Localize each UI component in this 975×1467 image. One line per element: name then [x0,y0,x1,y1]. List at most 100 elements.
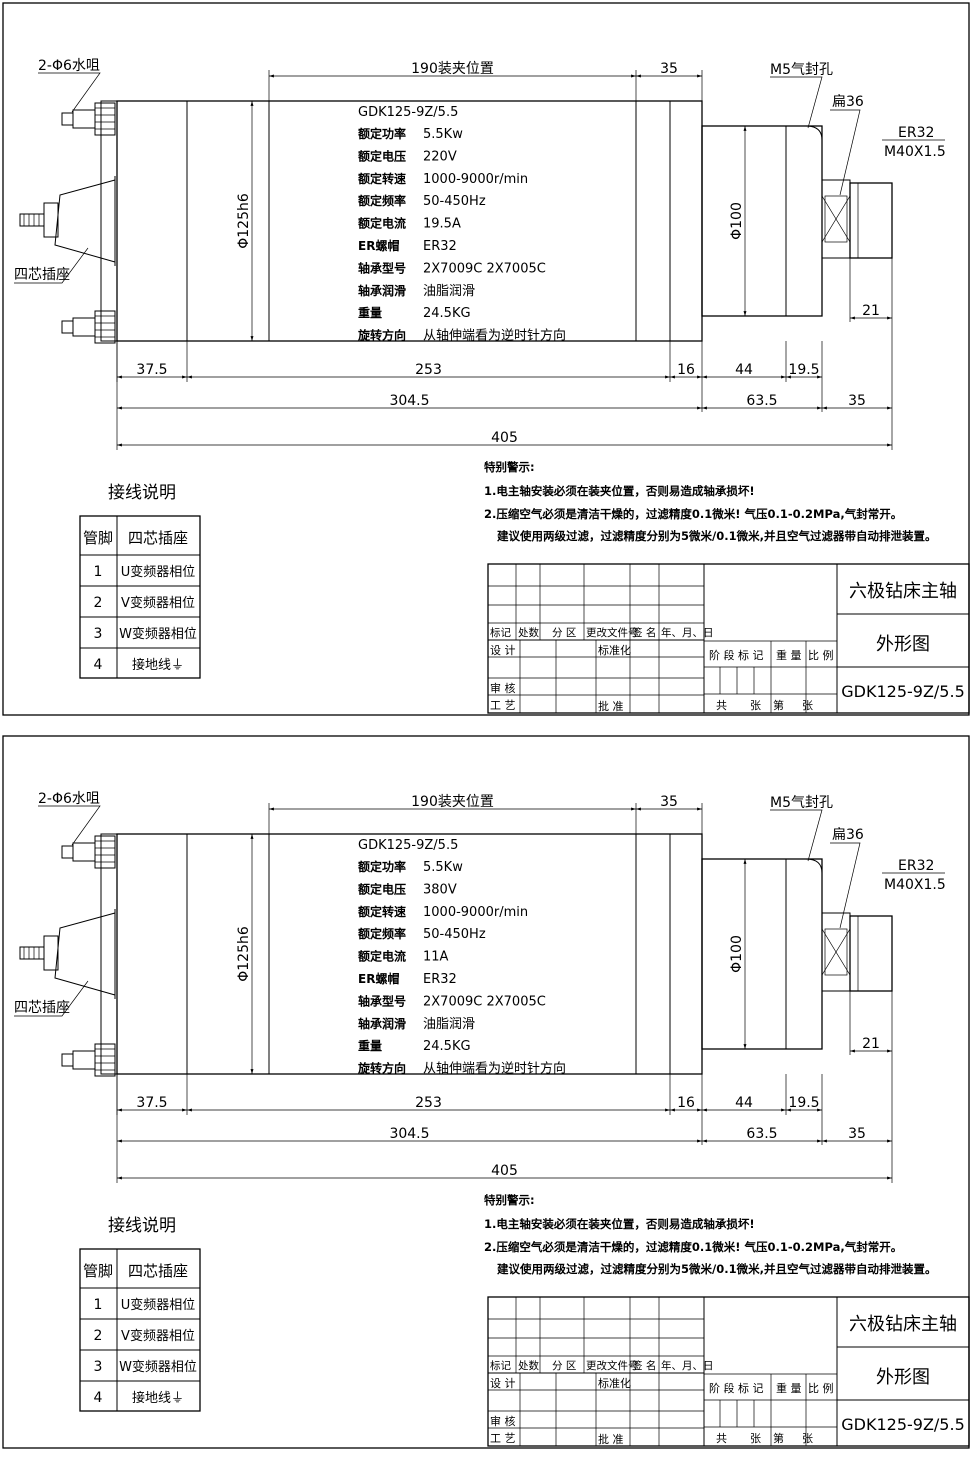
wiring-title: 接线说明 [108,1216,176,1236]
dim-405: 405 [491,1163,518,1179]
bottom-nozzle-tip [61,1053,74,1067]
dim-21: 21 [862,1036,880,1052]
tb-process: 工 艺 [490,1432,516,1445]
wiring-phase: 接地线⏚ [132,657,184,673]
wiring-pin: 4 [94,1390,103,1406]
top-nozzle-tip [61,845,74,859]
tb-sheet-no: 第 [773,1431,784,1445]
wiring-header-connector: 四芯插座 [128,1262,188,1280]
connector-leader [14,980,89,1017]
warning-line-3: 建议使用两级过滤，过滤精度分别为5微米/0.1微米,并且空气过滤器带自动排泄装置… [497,529,936,543]
water-nozzle-callout: 2-Φ6水咀 [38,58,100,74]
spindle-nose [701,858,823,1050]
spec-value: 24.5KG [423,306,471,321]
tb-stage: 阶 段 标 记 [709,1381,764,1395]
er32-callout: ER32 [898,858,934,874]
wiring-table [79,515,201,679]
spec-value: 220V [423,149,457,164]
spec-value: ER32 [423,239,457,254]
tb-design: 设 计 [490,1377,516,1390]
dim-35: 35 [848,1126,866,1142]
spec-label: 额定功率 [358,859,406,874]
warning-title: 特别警示: [484,1193,535,1207]
tb-approve: 批 准 [598,699,624,713]
tb-sheet-of: 张 [802,1432,813,1445]
tb-scale: 比 例 [808,648,834,662]
rev-label: 签 名 [632,1359,656,1372]
flat-inner [824,928,848,976]
tb-code: GDK125-9Z/5.5 [841,682,965,701]
rear-cap [100,833,118,1075]
wiring-pin: 4 [94,657,103,673]
spec-label: ER螺帽 [358,971,399,986]
tb-process: 工 艺 [490,699,516,712]
warning-line-1: 1.电主轴安装必须在装夹位置，否则易造成轴承损坏! [484,1217,755,1231]
spec-model: GDK125-9Z/5.5 [358,105,458,120]
spec-label: 轴承润滑 [358,1016,406,1031]
dim-dia-125: Φ125h6 [236,193,252,249]
rev-label: 更改文件号 [586,1359,639,1372]
rev-label: 标记 [490,627,511,639]
connector-leader [14,247,89,284]
spec-label: 额定电压 [358,148,406,163]
rev-label: 签 名 [632,626,656,639]
sheet-border [2,2,970,716]
dim-253: 253 [415,1095,442,1111]
tb-design: 设 计 [490,644,516,657]
wiring-pin: 1 [94,564,103,580]
bottom-nozzle-tip [61,320,74,334]
spec-label: 轴承润滑 [358,283,406,298]
flat-callout: 扁36 [832,827,864,843]
dim-top-35: 35 [660,794,678,810]
tb-total: 共 [716,699,727,712]
spec-value: 50-450Hz [423,194,486,209]
dim-405: 405 [491,430,518,446]
spec-value: 油脂润滑 [423,1017,475,1032]
tb-name: 六极钻床主轴 [849,1314,957,1335]
wiring-table [79,1248,201,1412]
flat-inner [824,195,848,243]
title-block: 标记处数分 区更改文件号签 名年、月、日设 计标准化审 核工 艺批 准阶 段 标… [487,563,970,714]
dim-19-5: 19.5 [788,1095,819,1111]
spec-label: 重量 [358,305,382,320]
dim-top-35: 35 [660,61,678,77]
tb-approve: 批 准 [598,1432,624,1446]
spec-label: 额定电压 [358,881,406,896]
rev-label: 更改文件号 [586,626,639,639]
bottom-nozzle-nut [72,1050,96,1070]
spec-value: ER32 [423,972,457,987]
tb-weight: 重 量 [776,648,802,662]
spec-label: 额定转速 [358,904,406,919]
spec-label: 额定频率 [358,926,406,941]
warning-line-2: 2.压缩空气必须是清洁干燥的，过滤精度0.1微米! 气压0.1-0.2MPa,气… [484,507,902,521]
tb-sheet-of: 张 [802,699,813,712]
top-nozzle-nut [72,109,96,129]
seal-hole-callout: M5气封孔 [770,62,833,78]
connector-callout: 四芯插座 [14,267,70,283]
wiring-pin: 3 [94,1359,103,1375]
wiring-phase: U变频器相位 [121,1297,196,1313]
spec-value: 油脂润滑 [423,284,475,299]
flat-leader [830,109,861,196]
er32-callout: ER32 [898,125,934,141]
tb-standard: 标准化 [598,643,631,657]
thread-callout: M40X1.5 [884,877,946,893]
spec-label: 额定频率 [358,193,406,208]
spec-value: 5.5Kw [423,127,463,142]
spec-label: 额定电流 [358,949,406,964]
spindle-body [116,833,703,1075]
tb-review: 审 核 [490,681,516,695]
dim-16: 16 [677,1095,695,1111]
flat-leader [830,842,861,929]
dim-253: 253 [415,362,442,378]
dim-63-5: 63.5 [746,1126,777,1142]
title-block-frame [487,1296,970,1447]
er32-nut [849,915,893,992]
warning-title: 特别警示: [484,460,535,474]
rev-label: 年、月、日 [661,1359,714,1372]
warning-line-1: 1.电主轴安装必须在装夹位置，否则易造成轴承损坏! [484,484,755,498]
er32-nut [849,182,893,259]
tb-drawing: 外形图 [876,634,930,655]
